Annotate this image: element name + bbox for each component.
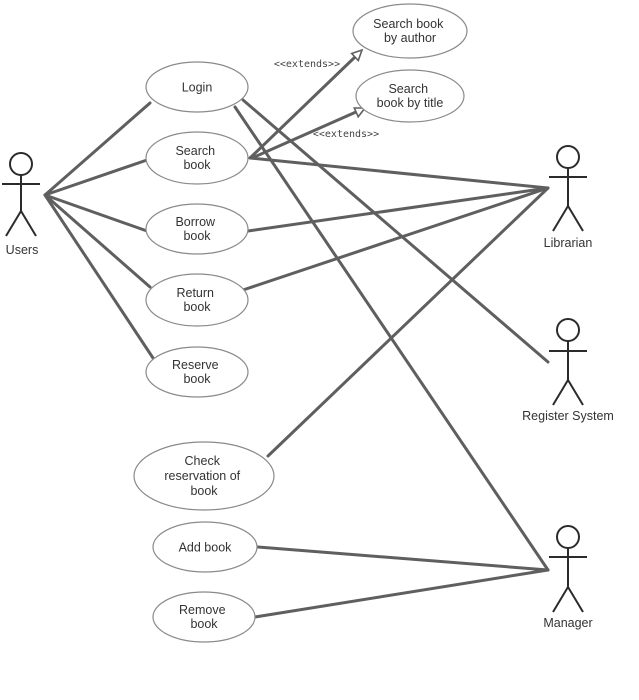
- use-case-search-by-author[interactable]: Search book by author: [352, 3, 468, 59]
- use-case-login[interactable]: Login: [145, 61, 249, 113]
- assoc-search-book-librarian: [248, 156, 550, 190]
- use-case-borrow-book[interactable]: Borrow book: [145, 203, 249, 255]
- assoc-users-return-book: [43, 193, 152, 289]
- associations: [43, 98, 550, 619]
- use-case-remove-book-label: Remove book: [179, 603, 229, 631]
- use-case-login-label: Login: [182, 81, 213, 95]
- use-case-borrow-book-label: Borrow book: [175, 215, 218, 243]
- actor-users-figure: [2, 152, 40, 237]
- actor-manager-label: Manager: [543, 616, 592, 630]
- actor-librarian-label: Librarian: [544, 236, 593, 250]
- assoc-users-login: [43, 101, 152, 197]
- assoc-remove-book-manager: [253, 568, 550, 619]
- use-case-remove-book[interactable]: Remove book: [152, 591, 256, 643]
- extend-relations: <<extends>> <<extends>>: [248, 48, 379, 160]
- use-case-reserve-book[interactable]: Reserve book: [145, 346, 249, 398]
- assoc-users-reserve-book: [43, 193, 155, 360]
- use-case-search-book-label: Search book: [175, 144, 218, 172]
- actor-register-system-label: Register System: [522, 409, 614, 423]
- extends-label-title: <<extends>>: [313, 129, 379, 140]
- assoc-users-borrow-book: [43, 193, 149, 233]
- assoc-check-reservation-librarian: [266, 186, 550, 458]
- assoc-borrow-book-librarian: [246, 186, 550, 233]
- use-case-search-by-title-label: Search book by title: [377, 82, 444, 110]
- use-case-search-book[interactable]: Search book: [145, 131, 249, 185]
- use-case-return-book-label: Return book: [176, 286, 217, 314]
- extend-arrowhead-title: [353, 107, 367, 119]
- assoc-login-manager: [233, 105, 550, 572]
- actor-librarian-figure: [549, 145, 587, 232]
- extends-label-author: <<extends>>: [274, 59, 340, 70]
- use-case-return-book[interactable]: Return book: [145, 273, 249, 327]
- assoc-login-register-system: [241, 98, 550, 364]
- actor-users-label: Users: [6, 243, 39, 257]
- use-case-check-reservation[interactable]: Check reservation of book: [133, 441, 275, 511]
- use-case-add-book-label: Add book: [179, 541, 233, 555]
- extend-line-author: [248, 55, 357, 160]
- actor-register-system[interactable]: Register System: [522, 318, 614, 423]
- actor-register-system-figure: [549, 318, 587, 406]
- actor-manager-figure: [549, 525, 587, 613]
- use-case-check-reservation-label: Check reservation of book: [164, 454, 243, 498]
- assoc-add-book-manager: [256, 545, 550, 572]
- use-case-search-by-title[interactable]: Search book by title: [355, 69, 465, 123]
- actor-users[interactable]: Users: [2, 152, 40, 257]
- actor-manager[interactable]: Manager: [543, 525, 593, 630]
- use-case-search-by-author-label: Search book by author: [373, 17, 447, 45]
- assoc-return-book-librarian: [241, 186, 550, 292]
- use-case-add-book[interactable]: Add book: [152, 521, 258, 573]
- assoc-users-search-book: [43, 158, 149, 197]
- extend-arrowhead-author: [350, 48, 364, 63]
- actor-librarian[interactable]: Librarian: [544, 145, 593, 250]
- use-case-reserve-book-label: Reserve book: [172, 358, 222, 386]
- extend-line-title: [251, 110, 357, 160]
